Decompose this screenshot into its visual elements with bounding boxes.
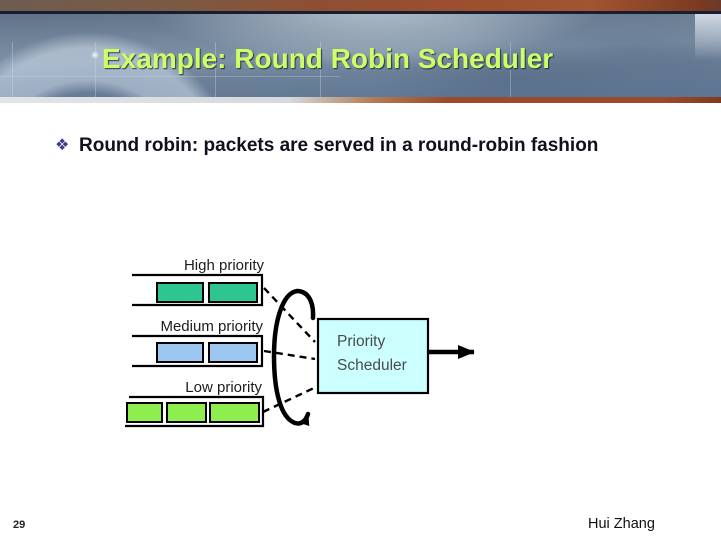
page-number: 29 (13, 519, 26, 531)
packet (208, 282, 258, 303)
banner-grid-line (0, 76, 340, 77)
bullet-text: Round robin: packets are served in a rou… (79, 135, 599, 156)
priority-scheduler-box (316, 317, 430, 395)
packet (209, 402, 260, 423)
banner-divider-line (0, 11, 721, 14)
packet (208, 342, 258, 363)
queue-label-high: High priority (184, 257, 265, 274)
low-queue-link (262, 385, 317, 414)
banner-grid-line (510, 42, 511, 97)
round-robin-arc (271, 288, 316, 427)
banner-bottom-strip (0, 97, 721, 103)
packet (156, 342, 204, 363)
banner-grid-line (320, 42, 321, 97)
packet (156, 282, 204, 303)
high-priority-queue (132, 273, 264, 307)
medium-queue-link (263, 349, 316, 361)
packet (166, 402, 207, 423)
slide-title: Example: Round Robin Scheduler (102, 43, 554, 74)
scheduler-label-line2: Scheduler (337, 357, 407, 374)
banner-grid-line (95, 42, 96, 97)
banner-grid-line (12, 42, 13, 97)
packet (126, 402, 163, 423)
banner-highlight (695, 14, 721, 60)
scheduler-label-line1: Priority (337, 333, 385, 350)
banner-grid-line (215, 42, 216, 97)
queue-label-medium: Medium priority (160, 318, 263, 335)
banner-texture (0, 14, 721, 97)
bullet-diamond-icon: ❖ (55, 135, 70, 154)
medium-priority-queue (132, 334, 264, 368)
title-banner: Example: Round Robin Scheduler (0, 0, 721, 103)
queue-label-low: Low priority (185, 379, 262, 396)
banner-top-strip (0, 0, 721, 11)
high-queue-link (263, 287, 316, 343)
author-name: Hui Zhang (588, 516, 655, 532)
